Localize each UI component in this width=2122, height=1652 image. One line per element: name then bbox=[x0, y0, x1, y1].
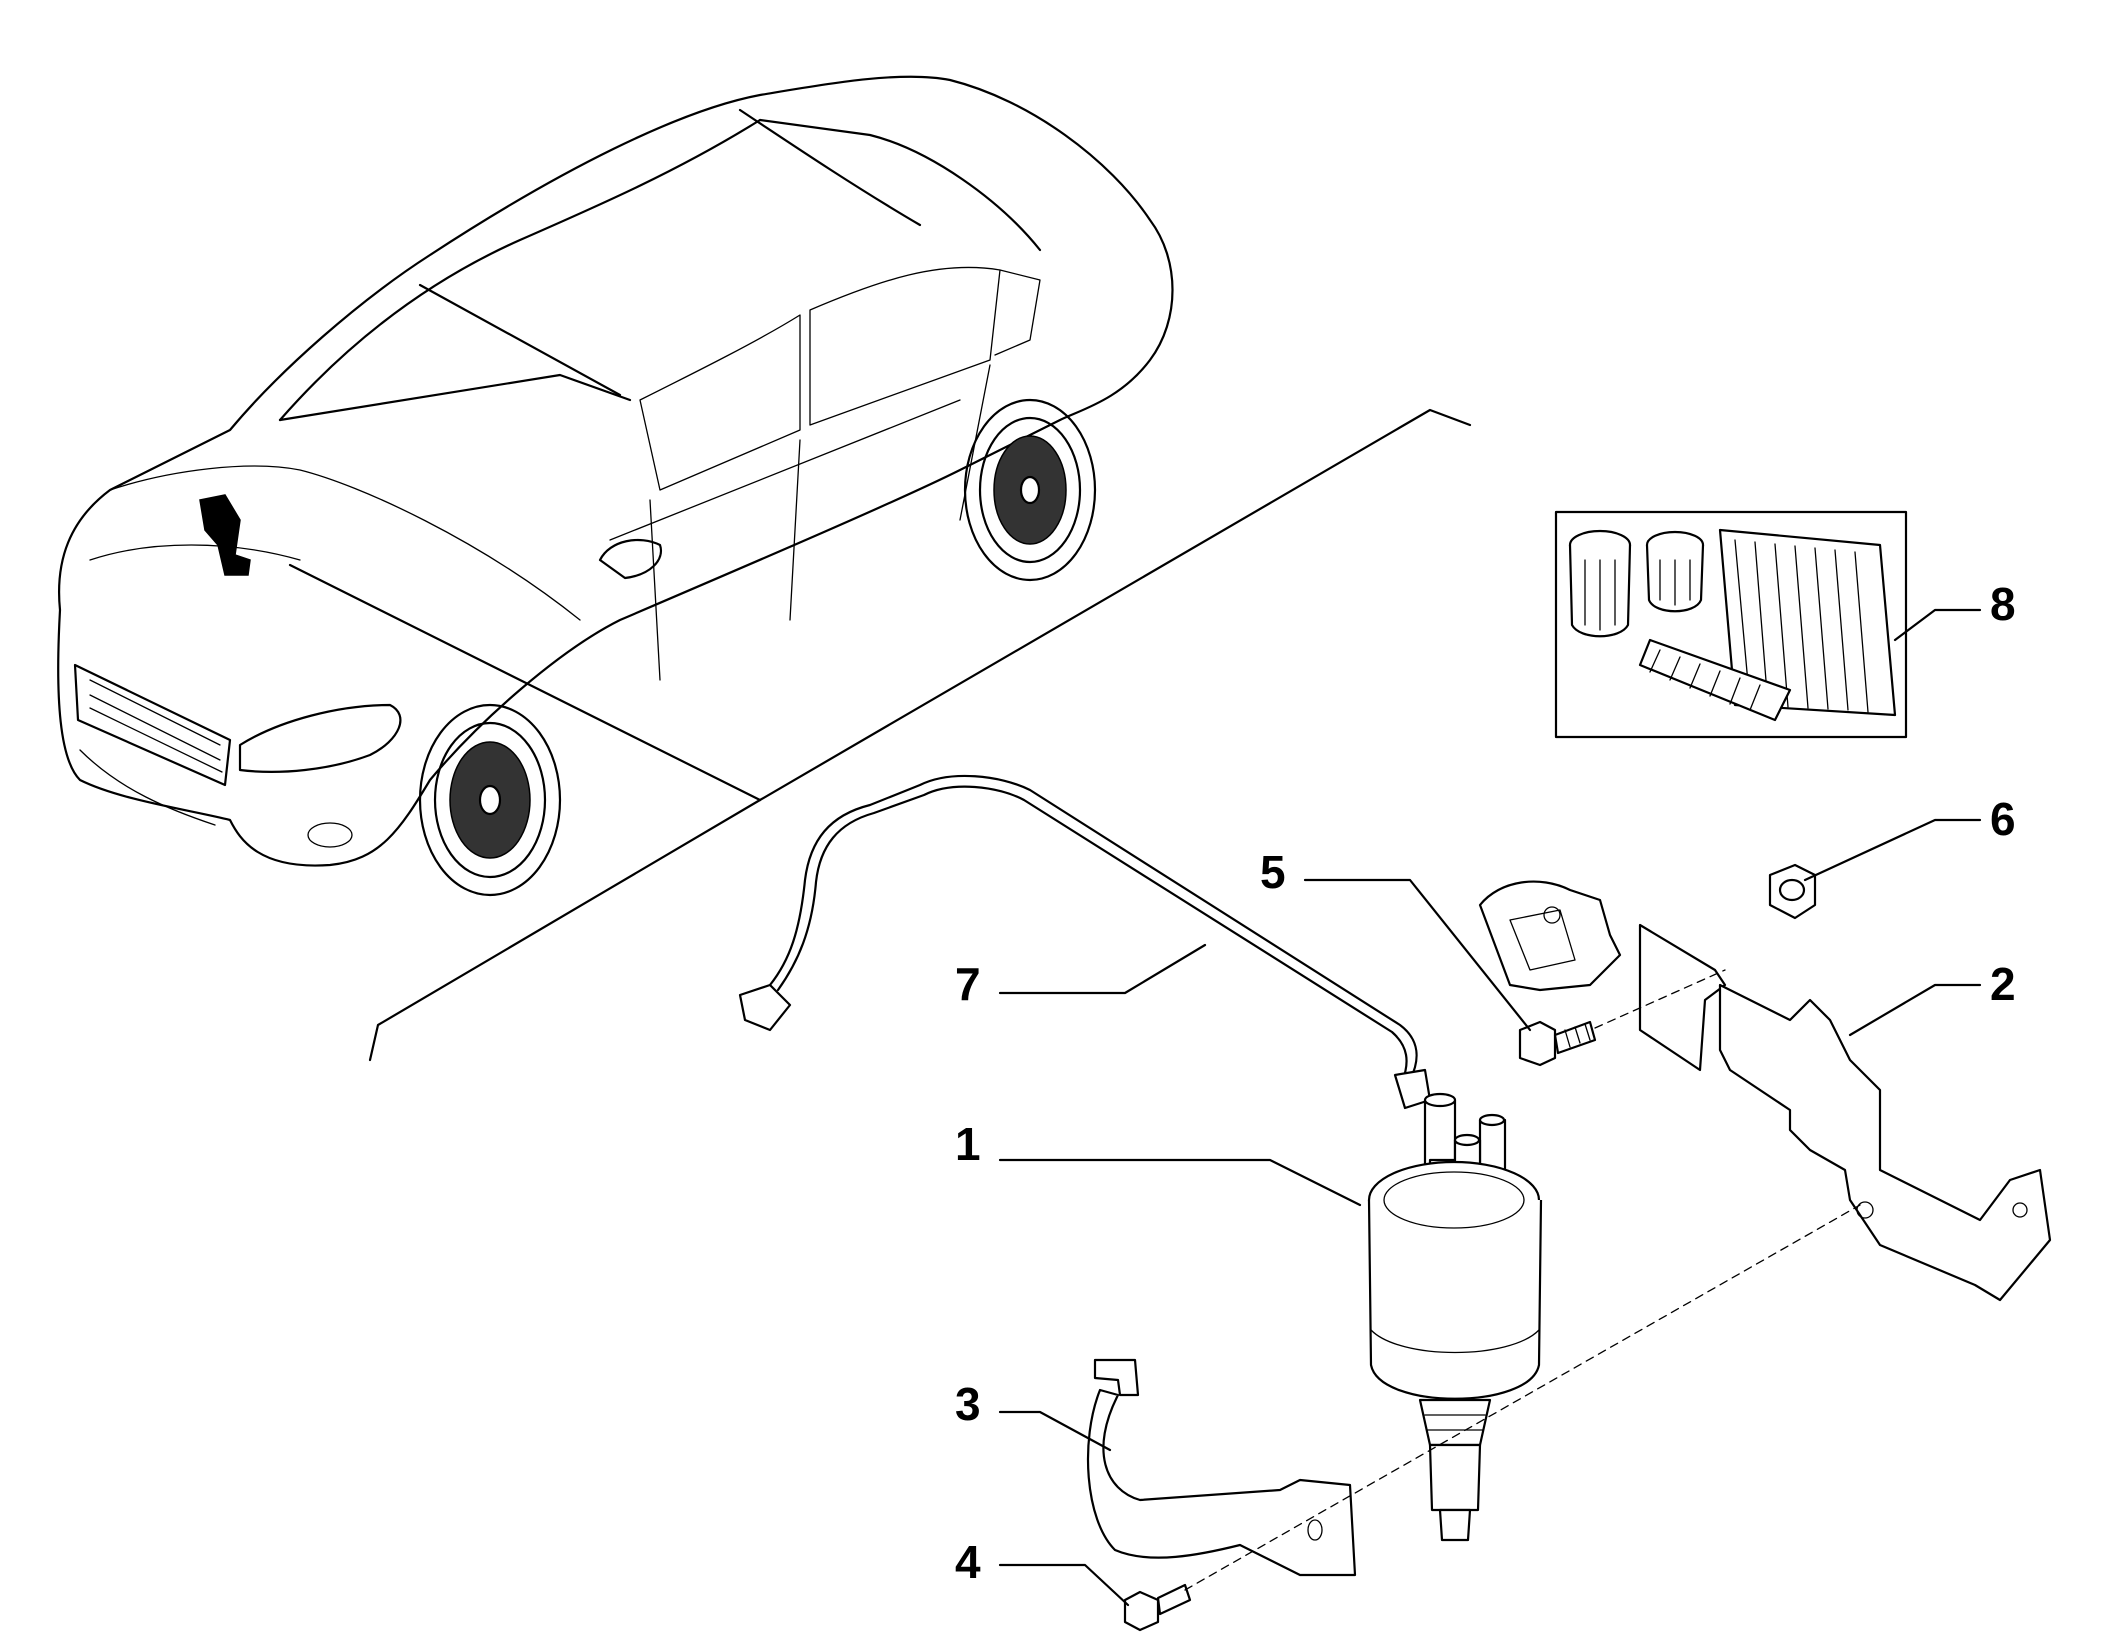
air-filter-icon bbox=[1718, 528, 1897, 717]
leader-line-4 bbox=[998, 1563, 1130, 1607]
assembly-line-bolt4 bbox=[1184, 1204, 1861, 1591]
mounting-bracket bbox=[1478, 880, 2052, 1302]
callout-7: 7 bbox=[955, 958, 981, 1010]
car-overview-illustration bbox=[57, 75, 1472, 1062]
fuel-filter-cartridge-icon bbox=[1645, 530, 1705, 613]
leader-line-6 bbox=[1803, 818, 1982, 882]
cabin-filter-icon bbox=[1638, 638, 1792, 722]
fuel-pipe bbox=[738, 774, 1432, 1110]
callout-4: 4 bbox=[955, 1536, 981, 1588]
clamp-strap bbox=[1086, 1358, 1357, 1577]
oil-filter-icon bbox=[1568, 529, 1632, 638]
leader-line-2 bbox=[1848, 983, 1982, 1037]
leader-line-7 bbox=[998, 943, 1207, 995]
leader-line-3 bbox=[998, 1410, 1112, 1452]
callout-2: 2 bbox=[1990, 958, 2016, 1010]
callout-8: 8 bbox=[1990, 578, 2016, 630]
service-kit-inset bbox=[1554, 510, 1908, 739]
bolt-lower bbox=[1123, 1583, 1192, 1632]
assembly-line-bolt5 bbox=[1594, 969, 1726, 1029]
callout-3: 3 bbox=[955, 1378, 981, 1430]
fuel-filter bbox=[1367, 1092, 1543, 1542]
callout-6: 6 bbox=[1990, 793, 2016, 845]
callout-5: 5 bbox=[1260, 846, 1286, 898]
leader-line-1 bbox=[998, 1158, 1362, 1207]
callout-1: 1 bbox=[955, 1118, 981, 1170]
nut bbox=[1768, 863, 1817, 920]
leader-line-8 bbox=[1893, 608, 1982, 642]
leader-line-5 bbox=[1303, 878, 1532, 1032]
bolt-upper bbox=[1518, 1020, 1597, 1067]
